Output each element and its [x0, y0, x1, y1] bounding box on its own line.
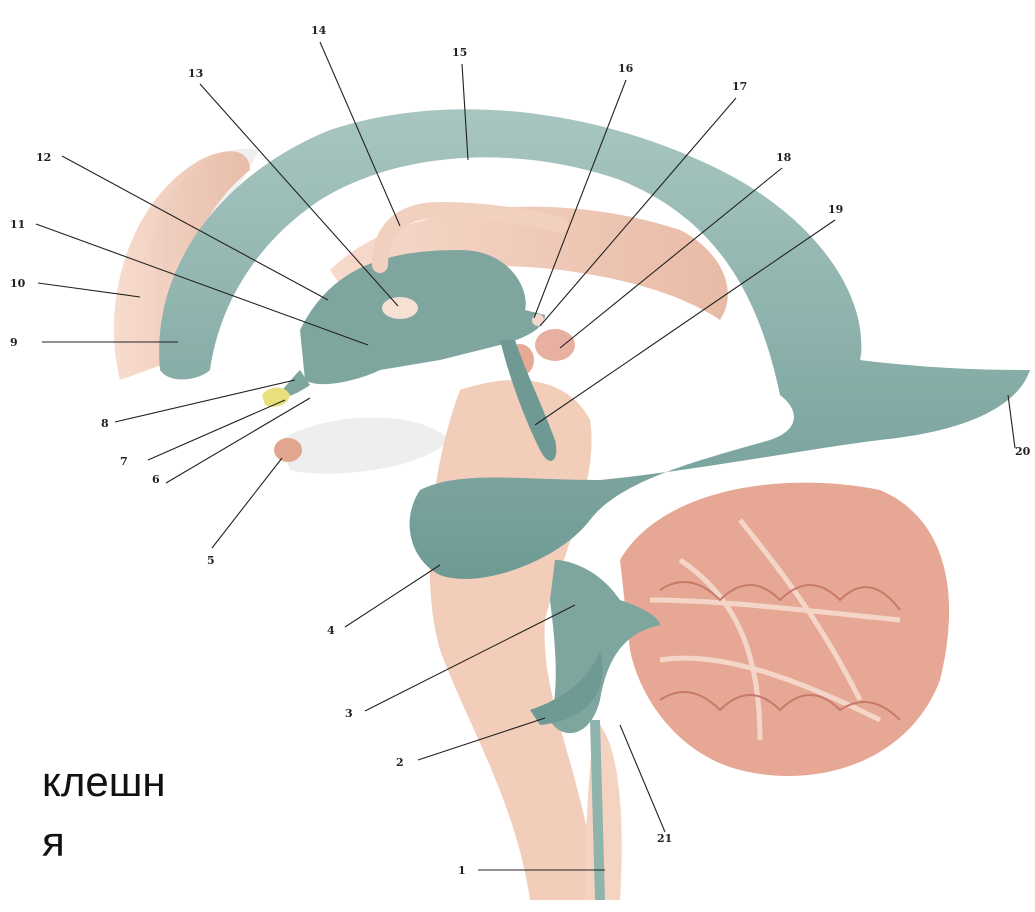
caption-line-1: клешн [42, 752, 212, 812]
label-21: 21 [657, 832, 672, 845]
label-10: 10 [10, 277, 26, 290]
label-17: 17 [732, 80, 747, 93]
label-1: 1 [458, 864, 466, 877]
label-9: 9 [10, 336, 18, 349]
label-6: 6 [152, 473, 160, 486]
label-16: 16 [618, 62, 634, 75]
label-2: 2 [396, 756, 404, 769]
label-20: 20 [1015, 445, 1031, 458]
leader-21 [620, 725, 665, 832]
label-14: 14 [311, 24, 327, 37]
label-7: 7 [120, 455, 128, 468]
leader-4 [345, 565, 440, 627]
label-3: 3 [345, 707, 353, 720]
label-12: 12 [36, 151, 51, 164]
label-4: 4 [327, 624, 335, 637]
label-19: 19 [828, 203, 843, 216]
label-8: 8 [101, 417, 109, 430]
leader-5b [212, 458, 282, 548]
label-18: 18 [776, 151, 792, 164]
label-15: 15 [452, 46, 467, 59]
cerebellum [620, 483, 949, 776]
leader-20 [1008, 395, 1015, 448]
caption-line-2: я [42, 812, 212, 872]
label-11: 11 [10, 218, 25, 231]
label-13: 13 [188, 67, 203, 80]
side-caption: клешн я [42, 752, 212, 872]
label-5: 5 [207, 554, 215, 567]
